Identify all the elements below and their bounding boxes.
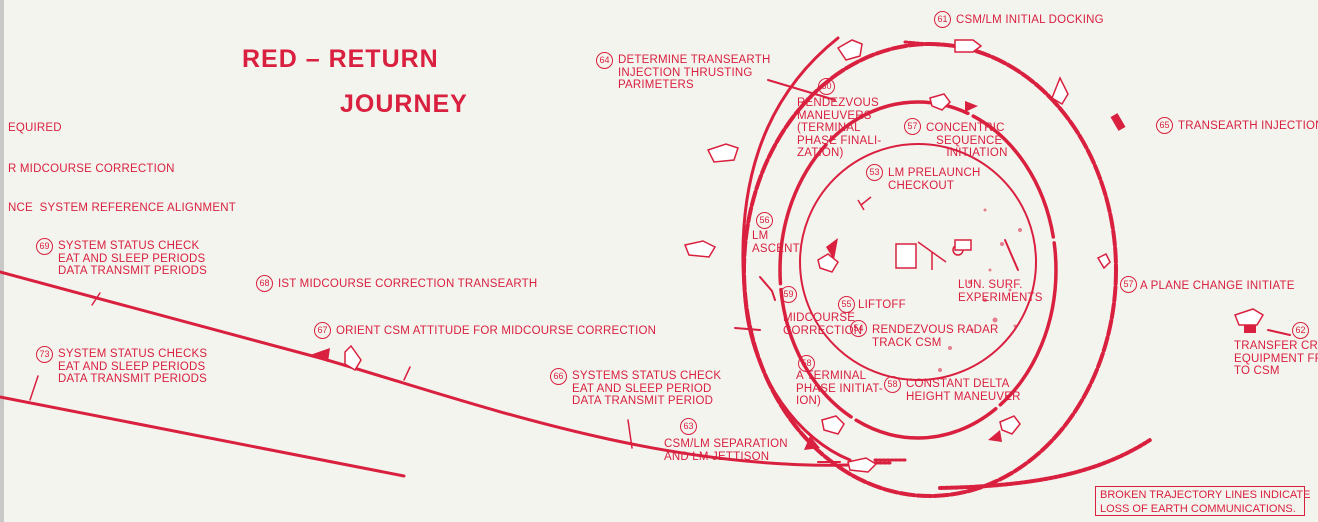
arrow-icon (310, 348, 330, 362)
label-step-67: ORIENT CSM ATTITUDE FOR MIDCOURSE CORREC… (336, 325, 657, 337)
step-number-59: 59 (780, 286, 797, 303)
label-step-62: TRANSFER CREW AND EQUIPMENT FROM LM TO C… (1234, 340, 1318, 377)
return-trajectory-1 (0, 270, 852, 467)
label-step-61: CSM/LM INITIAL DOCKING (956, 14, 1104, 26)
csm-icon (836, 39, 863, 61)
step-number-55: 55 (838, 296, 855, 313)
label-cut-1: EQUIRED (8, 122, 62, 134)
step-number-65: 65 (1156, 117, 1173, 134)
label-cut-3: NCE SYSTEM REFERENCE ALIGNMENT (8, 202, 236, 214)
step-number-69: 69 (36, 238, 53, 255)
diagram-title-line1: RED – RETURN (242, 45, 439, 73)
step-number-67: 67 (314, 322, 331, 339)
step-number-61: 61 (934, 11, 951, 28)
label-step-68: IST MIDCOURSE CORRECTION TRANSEARTH (278, 278, 538, 290)
broken-trajectory (938, 438, 1152, 490)
label-step-58b: CONSTANT DELTA HEIGHT MANEUVER (906, 378, 1021, 403)
label-step-59: MIDCOURSE CORRECTION (783, 312, 863, 337)
left-edge-strip (0, 0, 4, 522)
lm-icon (999, 415, 1021, 435)
csm-icon (1234, 308, 1265, 326)
return-trajectory-2 (0, 395, 406, 478)
csm-icon (954, 39, 983, 53)
csm-icon (683, 240, 717, 258)
label-step-53: LM PRELAUNCH CHECKOUT (888, 167, 981, 192)
lm-icon (1096, 252, 1111, 270)
step-number-66: 66 (550, 368, 567, 385)
step-number-63: 63 (680, 418, 697, 435)
label-cut-2: R MIDCOURSE CORRECTION (8, 163, 175, 175)
label-step-66: SYSTEMS STATUS CHECK EAT AND SLEEP PERIO… (572, 370, 722, 407)
label-step-69: SYSTEM STATUS CHECK EAT AND SLEEP PERIOD… (58, 240, 208, 277)
label-step-73: SYSTEM STATUS CHECKS EAT AND SLEEP PERIO… (58, 348, 208, 385)
label-step-63: CSM/LM SEPARATION AND LM JETTISON (664, 438, 788, 463)
label-lunar-surface-experiments: LUN. SURF. EXPERIMENTS (958, 279, 1043, 304)
step-number-60: 60 (818, 78, 835, 95)
thruster-icon (1244, 325, 1256, 333)
lm-icon (817, 253, 839, 273)
step-number-62: 62 (1292, 322, 1309, 339)
lm-orbit (778, 100, 1058, 440)
step-number-58b: 58 (884, 376, 901, 393)
step-number-57b: 57 (1120, 276, 1137, 293)
arrow-icon (965, 101, 978, 112)
csm-icon (1051, 76, 1069, 106)
label-step-57a: CONCENTRIC SEQUENCE INITIATION (926, 122, 1008, 159)
label-step-58a: A TERMINAL PHASE INITIAT- ION) (796, 370, 883, 407)
label-step-56: LM ASCENT (752, 230, 800, 255)
step-number-56: 56 (756, 212, 773, 229)
label-step-57b: A PLANE CHANGE INITIATE (1140, 280, 1295, 292)
step-number-57a: 57 (904, 118, 921, 135)
label-step-55: LIFTOFF (858, 299, 906, 311)
step-number-68: 68 (256, 275, 273, 292)
arrow-icon (988, 430, 1002, 442)
label-step-54: RENDEZVOUS RADAR TRACK CSM (872, 324, 999, 349)
csm-icon (706, 143, 739, 163)
csm-icon (847, 457, 878, 473)
thruster-icon (1110, 113, 1126, 131)
lm-icon (821, 415, 845, 435)
step-number-73: 73 (36, 346, 53, 363)
arrow-icon (826, 238, 838, 260)
step-number-58a: 58 (798, 355, 815, 372)
step-number-54: 54 (850, 320, 867, 337)
arrow-icon (804, 436, 820, 450)
diagram-title-line2: JOURNEY (340, 90, 468, 118)
csm-icon (344, 344, 362, 372)
moon-outline (799, 143, 1037, 381)
label-step-65: TRANSEARTH INJECTION (1178, 120, 1318, 132)
step-number-64: 64 (596, 52, 613, 69)
label-step-64: DETERMINE TRANSEARTH INJECTION THRUSTING… (618, 54, 771, 91)
csm-inner-arc (741, 36, 852, 462)
communications-note: BROKEN TRAJECTORY LINES INDICATE LOSS OF… (1095, 486, 1310, 516)
lm-icon (929, 93, 951, 111)
step-number-53: 53 (866, 164, 883, 181)
label-step-60: RENDEZVOUS MANEUVERS (TERMINAL PHASE FIN… (797, 97, 882, 159)
